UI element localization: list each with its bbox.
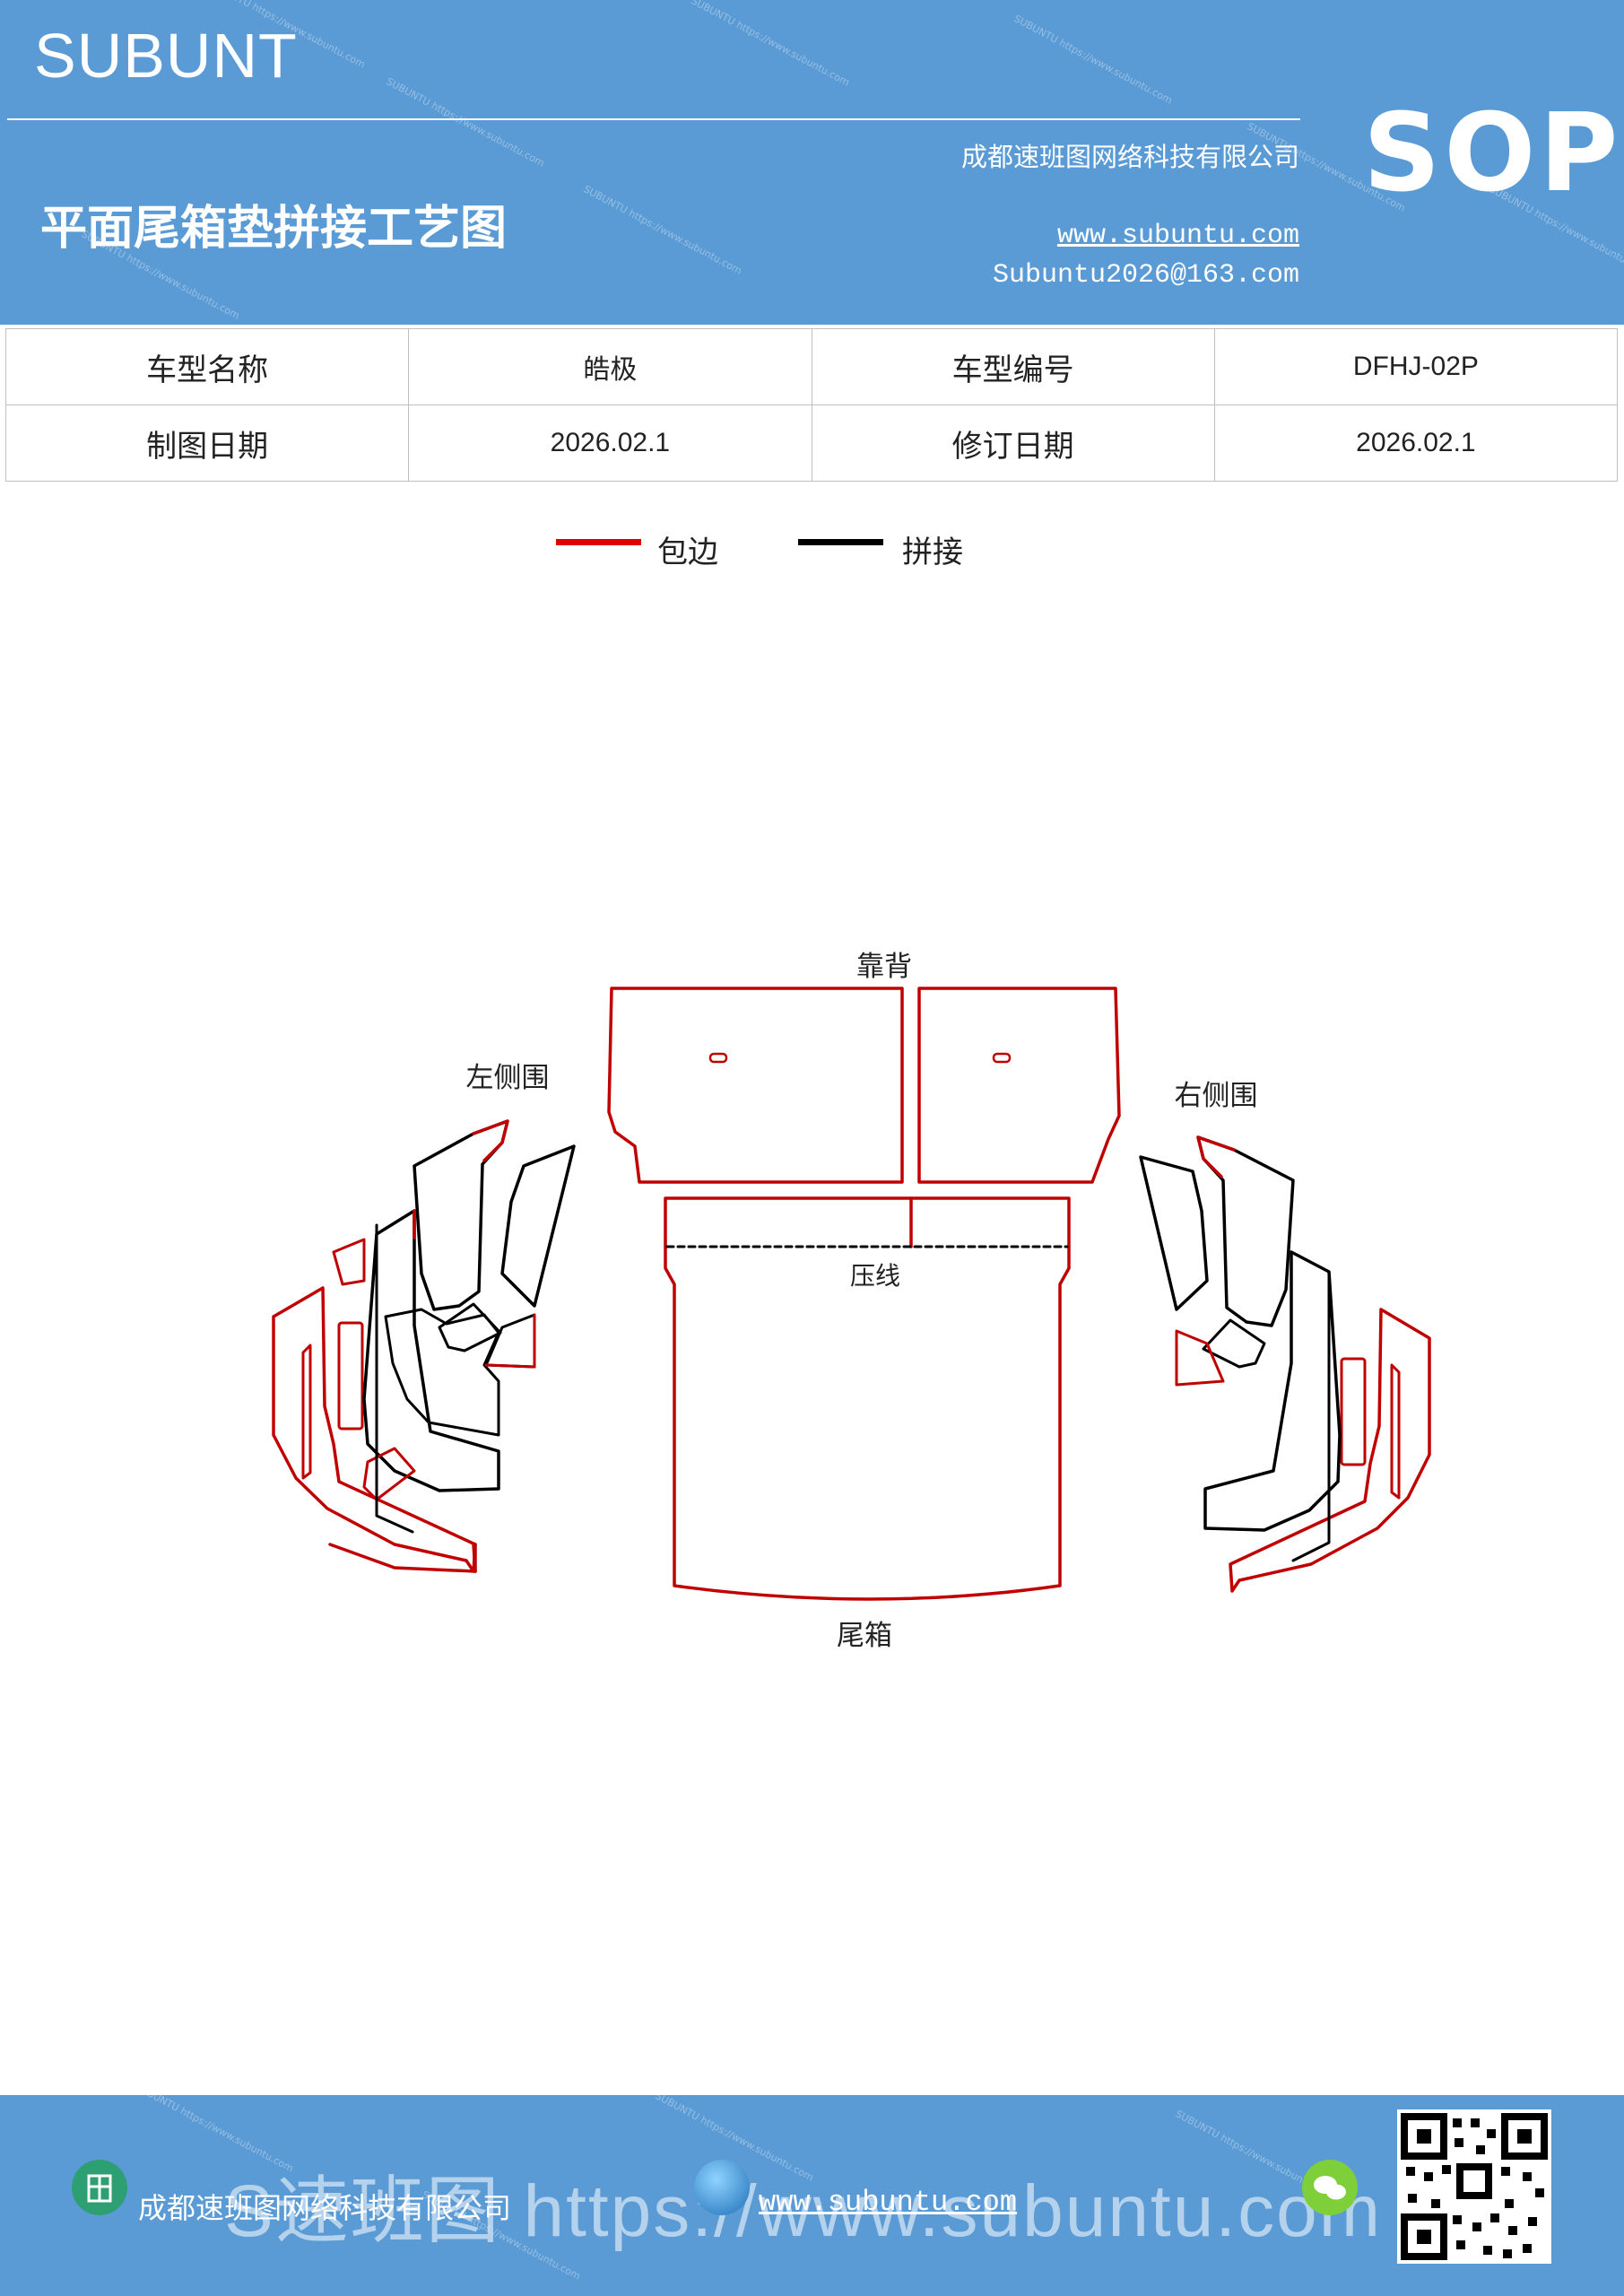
revision-date-value: 2026.02.1: [1213, 404, 1619, 482]
label-right-side: 右侧围: [1175, 1080, 1258, 1112]
document-title: 平面尾箱垫拼接工艺图: [40, 202, 508, 256]
label-left-side: 左侧围: [466, 1062, 550, 1094]
drawing-date-value: 2026.02.1: [408, 404, 812, 482]
email-address: Subuntu2026@163.com: [992, 260, 1299, 291]
model-name-value: 皓极: [408, 328, 812, 405]
header-banner: SUBUNTU https://www.subuntu.com SUBUNTU …: [0, 0, 1624, 325]
watermark: SUBUNTU https://www.subuntu.com: [384, 75, 547, 170]
left-side-panel: [272, 1119, 576, 1573]
backrest-left-slot: [708, 1052, 728, 1064]
website-link[interactable]: www.subuntu.com: [1056, 221, 1299, 251]
footer-website-link[interactable]: www.subuntu.com: [759, 2186, 1018, 2219]
building-icon: [72, 2160, 127, 2215]
brand-logo: SUBUNT: [34, 21, 298, 91]
table-row: 制图日期 2026.02.1 修订日期 2026.02.1: [4, 404, 1619, 482]
company-name: 成都速班图网络科技有限公司: [960, 142, 1299, 172]
label-backrest: 靠背: [856, 951, 912, 983]
backrest-right-panel: [917, 987, 1121, 1184]
drawing-date-label: 制图日期: [4, 404, 410, 482]
sop-badge: SOP: [1363, 91, 1622, 216]
watermark: SUBUNTU https://www.subuntu.com: [581, 183, 744, 277]
qr-code: [1397, 2109, 1551, 2264]
trunk-mat-diagram: 靠背 左侧围 右侧围 压线 尾箱: [272, 951, 1431, 1652]
legend-swatch-edge: [556, 539, 641, 545]
right-side-panel: [1139, 1135, 1431, 1593]
globe-icon: [694, 2160, 750, 2215]
footer-overlay-text: S速班图 https://www.subuntu.com: [224, 2170, 1383, 2252]
label-crease: 压线: [850, 1261, 900, 1291]
revision-date-label: 修订日期: [811, 404, 1215, 482]
model-code-label: 车型编号: [811, 328, 1215, 405]
footer-banner: SUBUNTU https://www.subuntu.com SUBUNTU …: [0, 2095, 1624, 2296]
footer-company-name: 成都速班图网络科技有限公司: [138, 2191, 512, 2225]
backrest-left-panel: [607, 987, 904, 1184]
watermark: SUBUNTU https://www.subuntu.com: [1012, 13, 1175, 107]
model-name-label: 车型名称: [4, 328, 410, 405]
legend: 包边 拼接: [0, 527, 1624, 572]
label-trunk: 尾箱: [837, 1620, 892, 1652]
backrest-right-slot: [992, 1052, 1012, 1064]
legend-label-seam: 拼接: [902, 535, 963, 570]
header-divider: [7, 118, 1300, 120]
legend-swatch-seam: [798, 539, 883, 545]
wechat-icon: [1302, 2160, 1358, 2215]
model-code-value: DFHJ-02P: [1213, 328, 1619, 405]
legend-label-edge: 包边: [657, 535, 718, 570]
vehicle-info-table: 车型名称 皓极 车型编号 DFHJ-02P 制图日期 2026.02.1 修订日…: [4, 328, 1619, 482]
watermark: SUBUNTU https://www.subuntu.com: [689, 0, 852, 89]
table-row: 车型名称 皓极 车型编号 DFHJ-02P: [4, 328, 1619, 405]
trunk-floor-panel: [664, 1196, 1071, 1601]
